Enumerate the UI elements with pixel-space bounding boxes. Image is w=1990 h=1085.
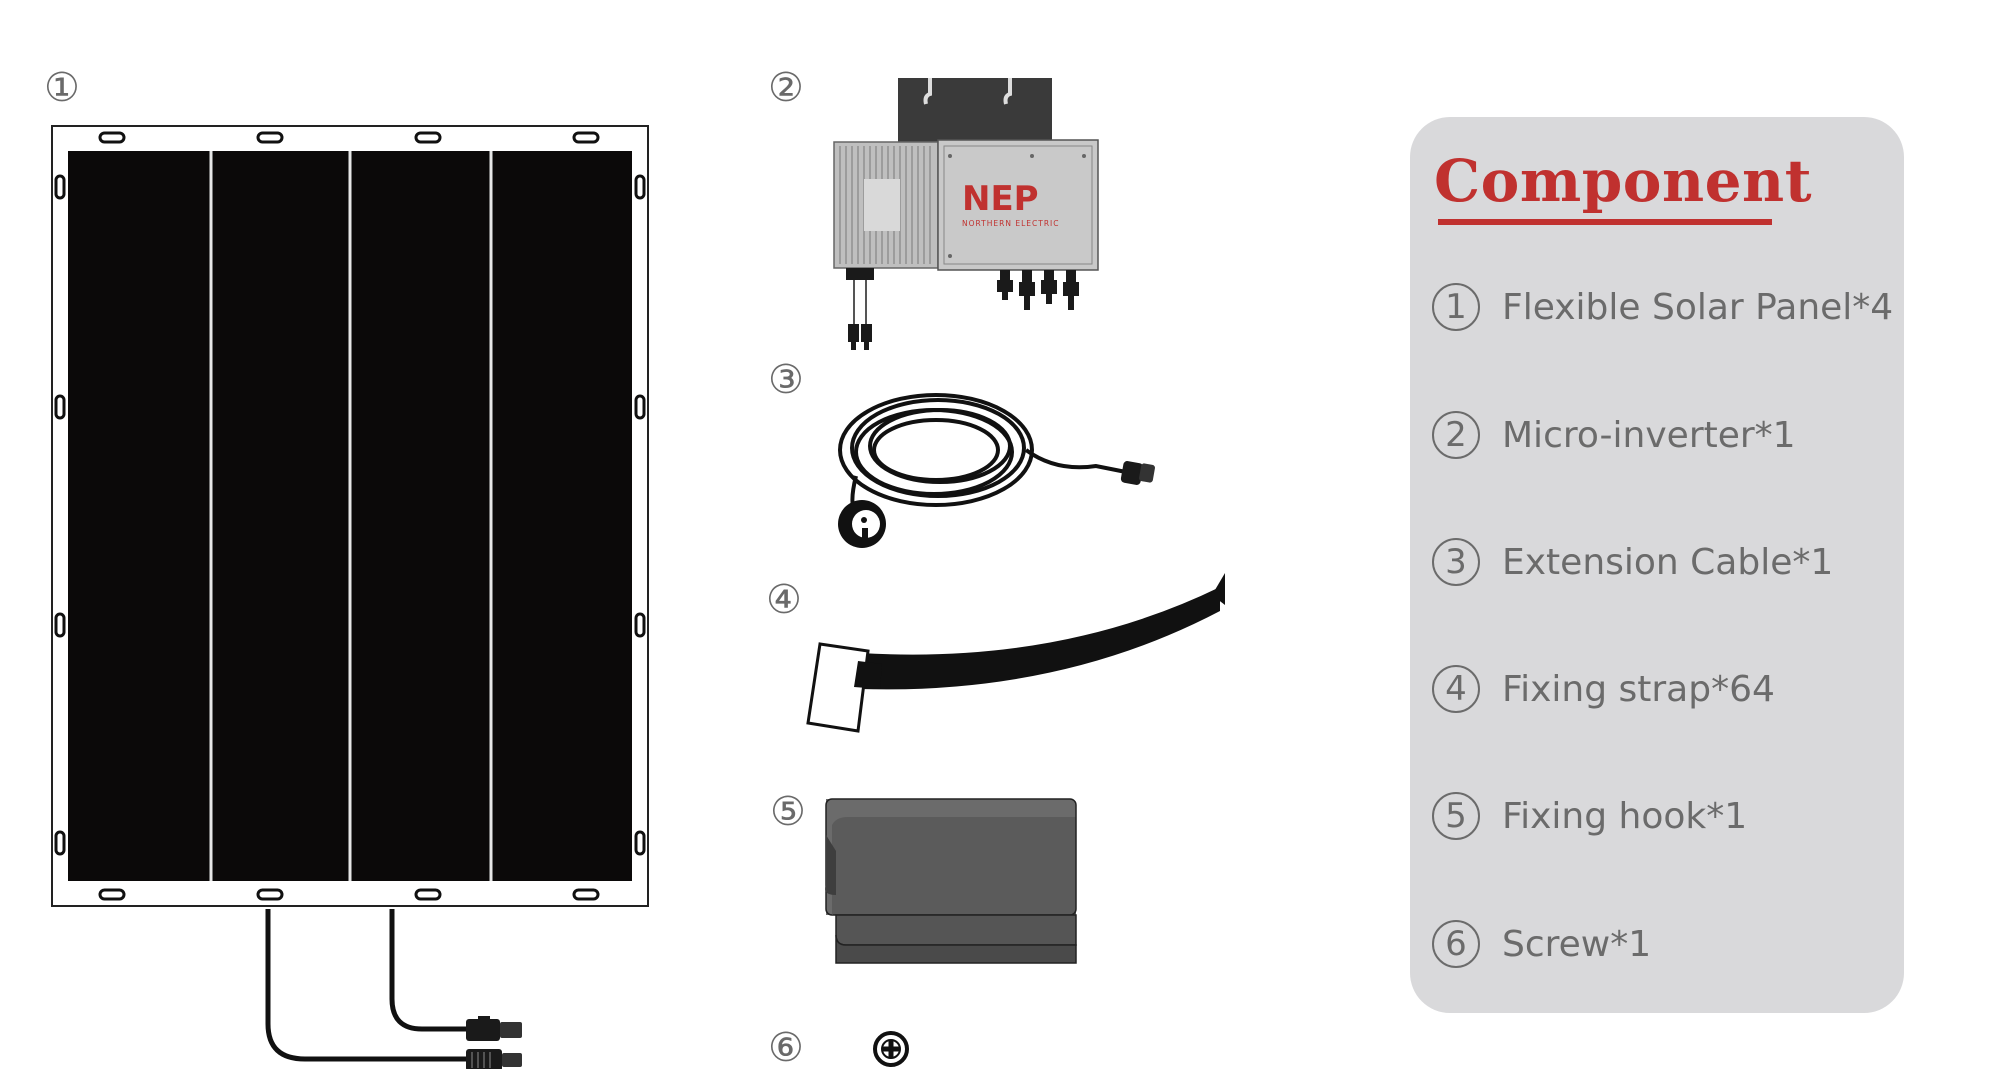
extension-cable-icon — [838, 393, 1155, 548]
item-number: 2 — [1432, 411, 1480, 459]
nep-logo-subtext: NORTHERN ELECTRIC — [962, 219, 1059, 228]
nep-logo: NEP — [962, 179, 1039, 219]
component-item-1: 1 Flexible Solar Panel*4 — [1432, 283, 1893, 331]
solar-panel-icon — [51, 125, 649, 1069]
component-item-2: 2 Micro-inverter*1 — [1432, 411, 1796, 459]
component-item-4: 4 Fixing strap*64 — [1432, 665, 1775, 713]
item-number: 6 — [1432, 920, 1480, 968]
title-underline — [1438, 219, 1772, 225]
marker-3: ③ — [768, 357, 804, 403]
item-number: 4 — [1432, 665, 1480, 713]
component-item-5: 5 Fixing hook*1 — [1432, 792, 1747, 840]
card-title: Component — [1434, 147, 1812, 215]
item-number: 3 — [1432, 538, 1480, 586]
item-number: 1 — [1432, 283, 1480, 331]
fixing-hook-icon — [825, 798, 1077, 964]
component-item-3: 3 Extension Cable*1 — [1432, 538, 1833, 586]
marker-6: ⑥ — [768, 1025, 804, 1071]
marker-4: ④ — [766, 577, 802, 623]
component-card: Component 1 Flexible Solar Panel*4 2 Mic… — [1410, 117, 1904, 1013]
marker-5: ⑤ — [770, 789, 806, 835]
item-label: Flexible Solar Panel*4 — [1502, 286, 1894, 328]
item-number: 5 — [1432, 792, 1480, 840]
marker-1: ① — [44, 65, 80, 111]
item-label: Fixing hook*1 — [1502, 795, 1748, 837]
micro-inverter-icon: NEP NORTHERN ELECTRIC — [833, 78, 1099, 350]
component-item-6: 6 Screw*1 — [1432, 920, 1651, 968]
marker-2: ② — [768, 65, 804, 111]
screw-icon — [873, 1031, 909, 1067]
fixing-strap-icon — [806, 573, 1225, 733]
item-label: Micro-inverter*1 — [1502, 414, 1796, 456]
item-label: Fixing strap*64 — [1502, 668, 1775, 710]
item-label: Screw*1 — [1502, 923, 1652, 965]
item-label: Extension Cable*1 — [1502, 541, 1834, 583]
